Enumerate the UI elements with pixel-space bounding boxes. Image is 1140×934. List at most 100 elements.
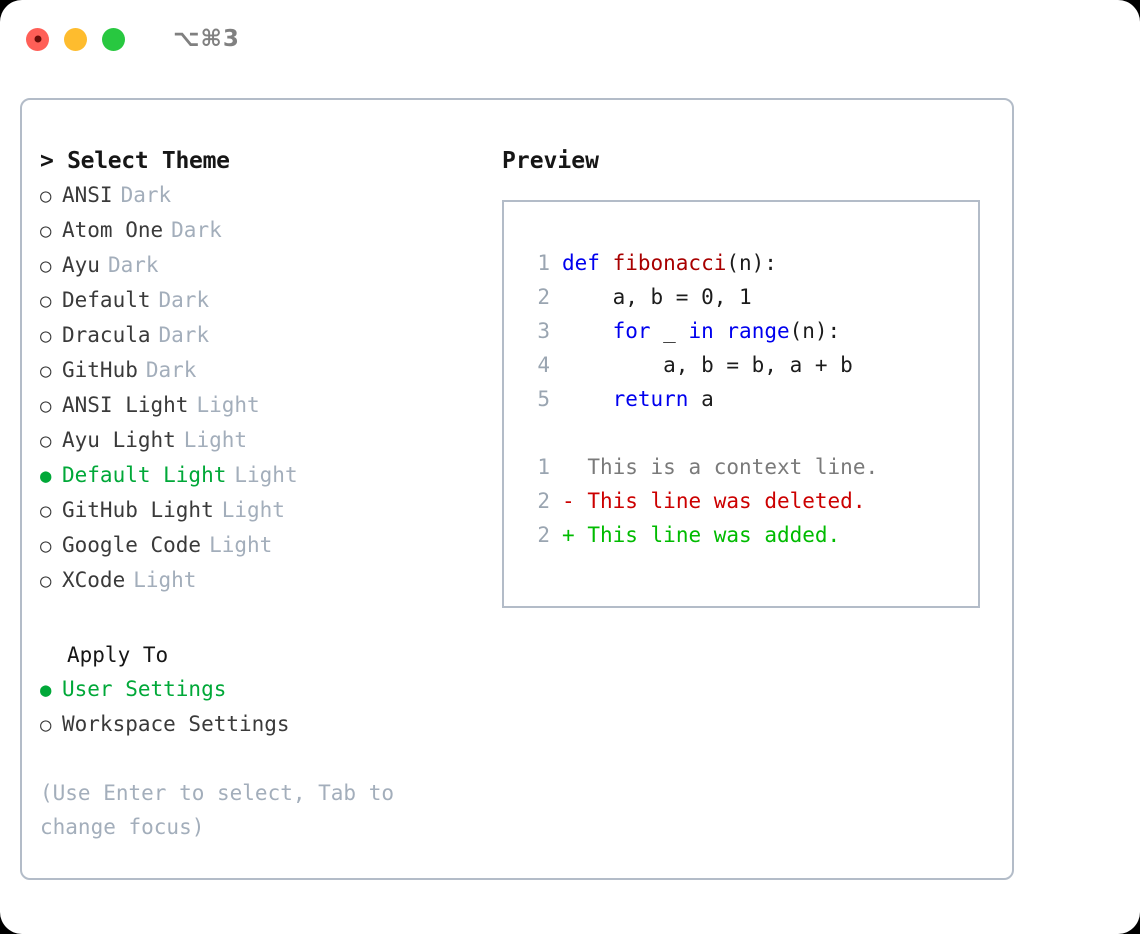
code-diff-spacer <box>520 416 978 450</box>
code-token-pl <box>562 387 613 411</box>
code-line-text: return a <box>562 382 714 416</box>
preview-heading: Preview <box>502 148 599 174</box>
theme-option-kind: Light <box>209 533 273 557</box>
theme-option-xcode[interactable]: ○ XCode Light <box>40 563 502 598</box>
apply-to-option-workspace-settings[interactable]: ○ Workspace Settings <box>40 707 502 742</box>
apply-to-option-user-settings[interactable]: ● User Settings <box>40 672 502 707</box>
diff-line-text: This is a context line. <box>587 455 879 479</box>
theme-option-kind: Light <box>133 568 197 592</box>
radio-unselected-icon: ○ <box>40 430 52 452</box>
theme-option-kind: Light <box>196 393 260 417</box>
theme-option-label: Default Light <box>62 463 227 487</box>
apply-to-list[interactable]: ● User Settings ○ Workspace Settings <box>40 672 502 742</box>
apply-to-heading: Apply To <box>67 643 169 667</box>
radio-unselected-icon: ○ <box>40 325 52 347</box>
theme-option-kind: Light <box>221 498 285 522</box>
zoom-button[interactable] <box>102 27 125 51</box>
title-bar: ⌥⌘3 <box>0 0 1140 78</box>
code-line-text: a, b = 0, 1 <box>562 280 752 314</box>
code-line: 4 a, b = b, a + b <box>520 348 978 382</box>
code-line: 2 a, b = 0, 1 <box>520 280 978 314</box>
radio-unselected-icon: ○ <box>40 220 52 242</box>
diff-gap <box>575 518 588 552</box>
code-token-kw: in <box>688 319 714 343</box>
radio-unselected-icon: ○ <box>40 535 52 557</box>
code-line-number: 4 <box>537 353 550 377</box>
theme-option-default-light[interactable]: ● Default Light Light <box>40 458 502 493</box>
traffic-lights <box>26 27 125 51</box>
radio-unselected-icon: ○ <box>40 714 52 736</box>
code-line-number: 3 <box>537 319 550 343</box>
diff-sign-ctx <box>562 450 575 484</box>
diff-gap <box>575 450 588 484</box>
code-line-text: a, b = b, a + b <box>562 348 853 382</box>
close-button[interactable] <box>26 27 49 51</box>
radio-selected-icon: ● <box>40 465 52 487</box>
theme-option-label: Default <box>62 288 151 312</box>
theme-option-label: Dracula <box>62 323 151 347</box>
theme-option-label: ANSI <box>62 183 113 207</box>
diff-line-del: 2- This line was deleted. <box>520 484 978 518</box>
radio-unselected-icon: ○ <box>40 185 52 207</box>
diff-line-text: This line was added. <box>587 523 841 547</box>
theme-option-dracula[interactable]: ○ Dracula Dark <box>40 318 502 353</box>
minimize-button[interactable] <box>64 27 87 51</box>
code-token-pl: (n): <box>789 319 841 343</box>
code-token-fn: fibonacci <box>612 251 727 275</box>
code-line-text: def fibonacci(n): <box>562 246 777 280</box>
code-line: 1 def fibonacci(n): <box>520 246 978 280</box>
apply-to-option-label: Workspace Settings <box>62 712 290 736</box>
code-token-kw: range <box>726 319 790 343</box>
theme-option-kind: Dark <box>171 218 222 242</box>
theme-option-kind: Light <box>183 428 248 452</box>
diff-sign-add: + <box>562 523 575 547</box>
theme-option-kind: Dark <box>158 323 210 347</box>
radio-selected-icon: ● <box>40 679 52 701</box>
code-token-pl <box>714 319 727 343</box>
code-token-pl <box>562 319 613 343</box>
keyboard-shortcut-label: ⌥⌘3 <box>173 26 240 52</box>
code-token-kw: for <box>612 319 651 343</box>
theme-option-label: GitHub <box>62 358 138 382</box>
section-spacer <box>40 598 502 638</box>
code-line: 3 for _ in range(n): <box>520 314 978 348</box>
keyboard-hint-text: (Use Enter to select, Tab to change focu… <box>40 781 407 839</box>
select-theme-heading: > Select Theme <box>40 148 230 174</box>
radio-unselected-icon: ○ <box>40 360 52 382</box>
code-token-pl: (n): <box>726 251 777 275</box>
theme-option-kind: Dark <box>145 358 197 382</box>
apply-to-option-label: User Settings <box>62 677 227 701</box>
theme-option-label: XCode <box>62 568 126 592</box>
diff-gap <box>575 484 588 518</box>
code-line-number: 1 <box>537 251 550 275</box>
diff-line-add: 2+ This line was added. <box>520 518 978 552</box>
code-line-number: 2 <box>537 285 550 309</box>
diff-sign-del: - <box>562 489 575 513</box>
code-line: 5 return a <box>520 382 978 416</box>
radio-unselected-icon: ○ <box>40 255 52 277</box>
theme-option-kind: Light <box>234 463 298 487</box>
code-token-pl: a, b = 0, 1 <box>562 285 752 309</box>
radio-unselected-icon: ○ <box>40 570 52 592</box>
diff-line-ctx: 1 This is a context line. <box>520 450 978 484</box>
theme-option-label: ANSI Light <box>62 393 189 417</box>
radio-unselected-icon: ○ <box>40 290 52 312</box>
theme-option-github[interactable]: ○ GitHub Dark <box>40 353 502 388</box>
theme-option-label: Ayu <box>62 253 100 277</box>
radio-unselected-icon: ○ <box>40 500 52 522</box>
